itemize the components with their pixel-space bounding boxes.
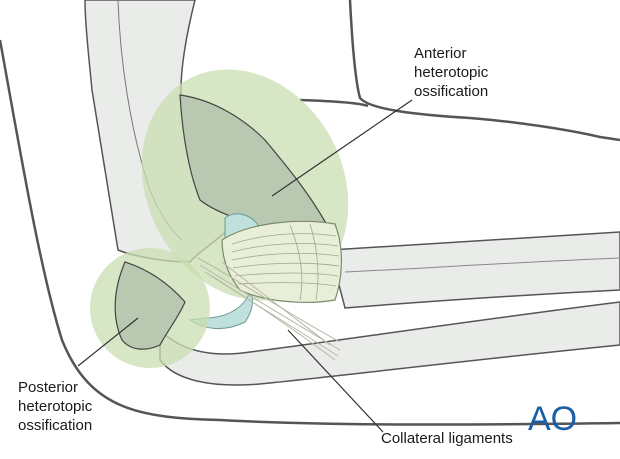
collateral-ligaments-label: Collateral ligaments: [381, 430, 513, 447]
annular-ligament: [221, 220, 343, 303]
posterior-label-line-1: Posterior: [18, 379, 79, 396]
ao-logo-text: AO: [528, 400, 577, 438]
anterior-ossification-label: Anterior heterotopic ossification: [414, 44, 488, 101]
skin-outline-upper: [0, 39, 620, 426]
collateral-leader-line: [287, 329, 384, 433]
posterior-label-line-3: ossification: [18, 417, 93, 434]
anterior-label-line-1: Anterior: [414, 45, 467, 62]
posterior-leader-line: [77, 317, 139, 367]
posterior-ossification-label: Posterior heterotopic ossification: [18, 378, 92, 435]
radius-inner-line: [344, 257, 620, 273]
ao-logo: AO: [528, 400, 577, 438]
posterior-label-line-2: heterotopic: [18, 398, 93, 415]
collateral-ligament-strands: [197, 257, 341, 361]
skin-crease: [299, 98, 369, 108]
anterior-label-line-2: heterotopic: [414, 64, 489, 81]
posterior-ossification-mass: [114, 261, 186, 350]
radius-bone: [329, 231, 620, 309]
skin-outline-top-right: [348, 0, 620, 142]
anterior-leader-line: [271, 99, 413, 197]
anterior-label-line-3: ossification: [414, 83, 489, 100]
